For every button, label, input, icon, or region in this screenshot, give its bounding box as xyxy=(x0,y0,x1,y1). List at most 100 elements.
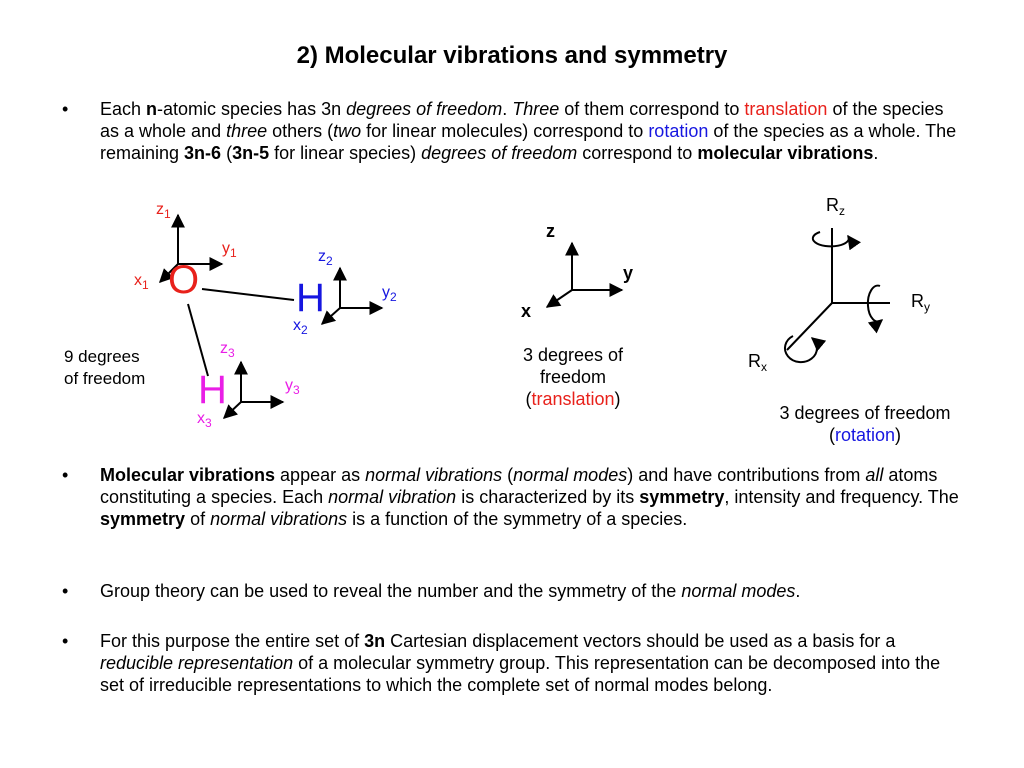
bullet-text: Molecular vibrations appear as normal vi… xyxy=(100,464,962,530)
trans-axis-x: x xyxy=(521,301,532,321)
text-run: -atomic species has 3n xyxy=(157,99,347,119)
label-x1: x1 xyxy=(134,272,149,292)
axes-atom-2 xyxy=(320,266,384,325)
text-run: degrees of freedom xyxy=(421,143,578,163)
label-z1: z1 xyxy=(156,201,171,221)
translation-word: translation xyxy=(531,389,615,409)
subscript: z xyxy=(839,204,845,218)
axis-letter: x xyxy=(197,410,205,427)
label-z2: z2 xyxy=(318,248,333,268)
rotation-line1: 3 degrees of freedom xyxy=(779,403,951,423)
text-run: Group theory can be used to reveal the n… xyxy=(100,581,682,601)
text-run: two xyxy=(333,121,362,141)
text-run: Three xyxy=(512,99,560,119)
paren-close: ) xyxy=(895,425,902,445)
text-run: is a function of the symmetry of a speci… xyxy=(347,509,688,529)
rotation-word: rotation xyxy=(834,425,896,445)
text-run: Each xyxy=(100,99,147,119)
paren-close: ) xyxy=(614,389,621,409)
label-z3: z3 xyxy=(220,340,235,360)
text-run: translation xyxy=(744,99,828,119)
translation-line1: 3 degrees of xyxy=(522,345,624,365)
subscript: 2 xyxy=(301,323,308,337)
text-run: others ( xyxy=(267,121,334,141)
water-dof-line2: of freedom xyxy=(64,369,146,388)
text-run: rotation xyxy=(648,121,709,141)
text-run: Cartesian displacement vectors should be… xyxy=(385,631,896,651)
slide-title: 2) Molecular vibrations and symmetry xyxy=(296,42,728,69)
atom-O: O xyxy=(168,258,200,302)
text-run: , intensity and frequency. The xyxy=(724,487,959,507)
text-run: molecular vibrations xyxy=(697,143,874,163)
text-run: normal vibration xyxy=(328,487,457,507)
bullet-marker: • xyxy=(62,99,69,119)
text-run: Molecular vibrations xyxy=(100,465,276,485)
text-run: normal modes xyxy=(513,465,628,485)
axis-letter: z xyxy=(318,248,326,265)
rot-letter: R xyxy=(826,195,839,215)
bullet-molecular-vibrations: • Molecular vibrations appear as normal … xyxy=(62,464,962,530)
subscript: 2 xyxy=(390,290,397,304)
rot-label-Rz: Rz xyxy=(826,194,845,222)
text-run: of the species as a whole and xyxy=(100,99,944,141)
subscript: 3 xyxy=(205,416,212,430)
text-run: three xyxy=(226,121,268,141)
bullet-group-theory: • Group theory can be used to reveal the… xyxy=(62,580,962,602)
text-run: of them correspond to xyxy=(559,99,745,119)
rot-letter: R xyxy=(748,351,761,371)
rotation-line2: (rotation) xyxy=(740,424,990,446)
paren-open: ( xyxy=(828,425,835,445)
label-y1: y1 xyxy=(222,240,237,260)
bullet-marker: • xyxy=(62,465,69,485)
rot-label-Rx: Rx xyxy=(748,350,767,378)
text-run: 3n-5 xyxy=(232,143,270,163)
text-run: of xyxy=(185,509,211,529)
text-run: ( xyxy=(221,143,233,163)
rotation-dof-label: 3 degrees of freedom (rotation) xyxy=(740,402,990,446)
label-x2: x2 xyxy=(293,317,308,337)
label-x3: x3 xyxy=(197,410,212,430)
text-run: all xyxy=(865,465,884,485)
text-run: is characterized by its xyxy=(456,487,640,507)
text-run: normal vibrations xyxy=(365,465,503,485)
trans-axis-z: z xyxy=(546,221,555,241)
subscript: 3 xyxy=(293,383,300,397)
axis-letter: y xyxy=(382,284,390,301)
bullet-text: Group theory can be used to reveal the n… xyxy=(100,580,962,602)
axis-letter: x xyxy=(134,272,142,289)
axes-rotation xyxy=(783,228,890,364)
text-run: . xyxy=(795,581,801,601)
axes-translation xyxy=(545,241,624,308)
axis-letter: y xyxy=(285,377,293,394)
text-run: 3n-6 xyxy=(184,143,222,163)
axes-atom-3 xyxy=(222,360,285,419)
rotation-arrow-y xyxy=(866,284,884,334)
atom-H-3: H xyxy=(198,368,227,412)
bond-O-H2 xyxy=(201,288,295,301)
rot-label-Ry: Ry xyxy=(911,290,930,318)
text-run: correspond to xyxy=(577,143,698,163)
axis-letter: z xyxy=(220,340,228,357)
text-run: degrees of freedom xyxy=(346,99,503,119)
translation-line3: (translation) xyxy=(478,388,668,410)
subscript: y xyxy=(924,300,930,314)
text-run: normal modes xyxy=(681,581,796,601)
text-run: symmetry xyxy=(639,487,725,507)
subscript: 3 xyxy=(228,346,235,360)
paren-open: ( xyxy=(525,389,532,409)
text-run: ( xyxy=(502,465,514,485)
bullet-text: Each n-atomic species has 3n degrees of … xyxy=(100,98,962,164)
translation-line2: freedom xyxy=(539,367,607,387)
rotation-arrow-z xyxy=(811,231,861,251)
label-y3: y3 xyxy=(285,377,300,397)
text-run: . xyxy=(873,143,879,163)
subscript: 2 xyxy=(326,254,333,268)
bullet-text: For this purpose the entire set of 3n Ca… xyxy=(100,630,962,696)
text-run: normal vibrations xyxy=(210,509,348,529)
translation-dof-label: 3 degrees of freedom (translation) xyxy=(478,344,668,410)
atom-H-2: H xyxy=(296,276,325,320)
bullet-marker: • xyxy=(62,631,69,651)
axis-letter: z xyxy=(156,201,164,218)
rotation-arrow-x xyxy=(783,335,827,364)
